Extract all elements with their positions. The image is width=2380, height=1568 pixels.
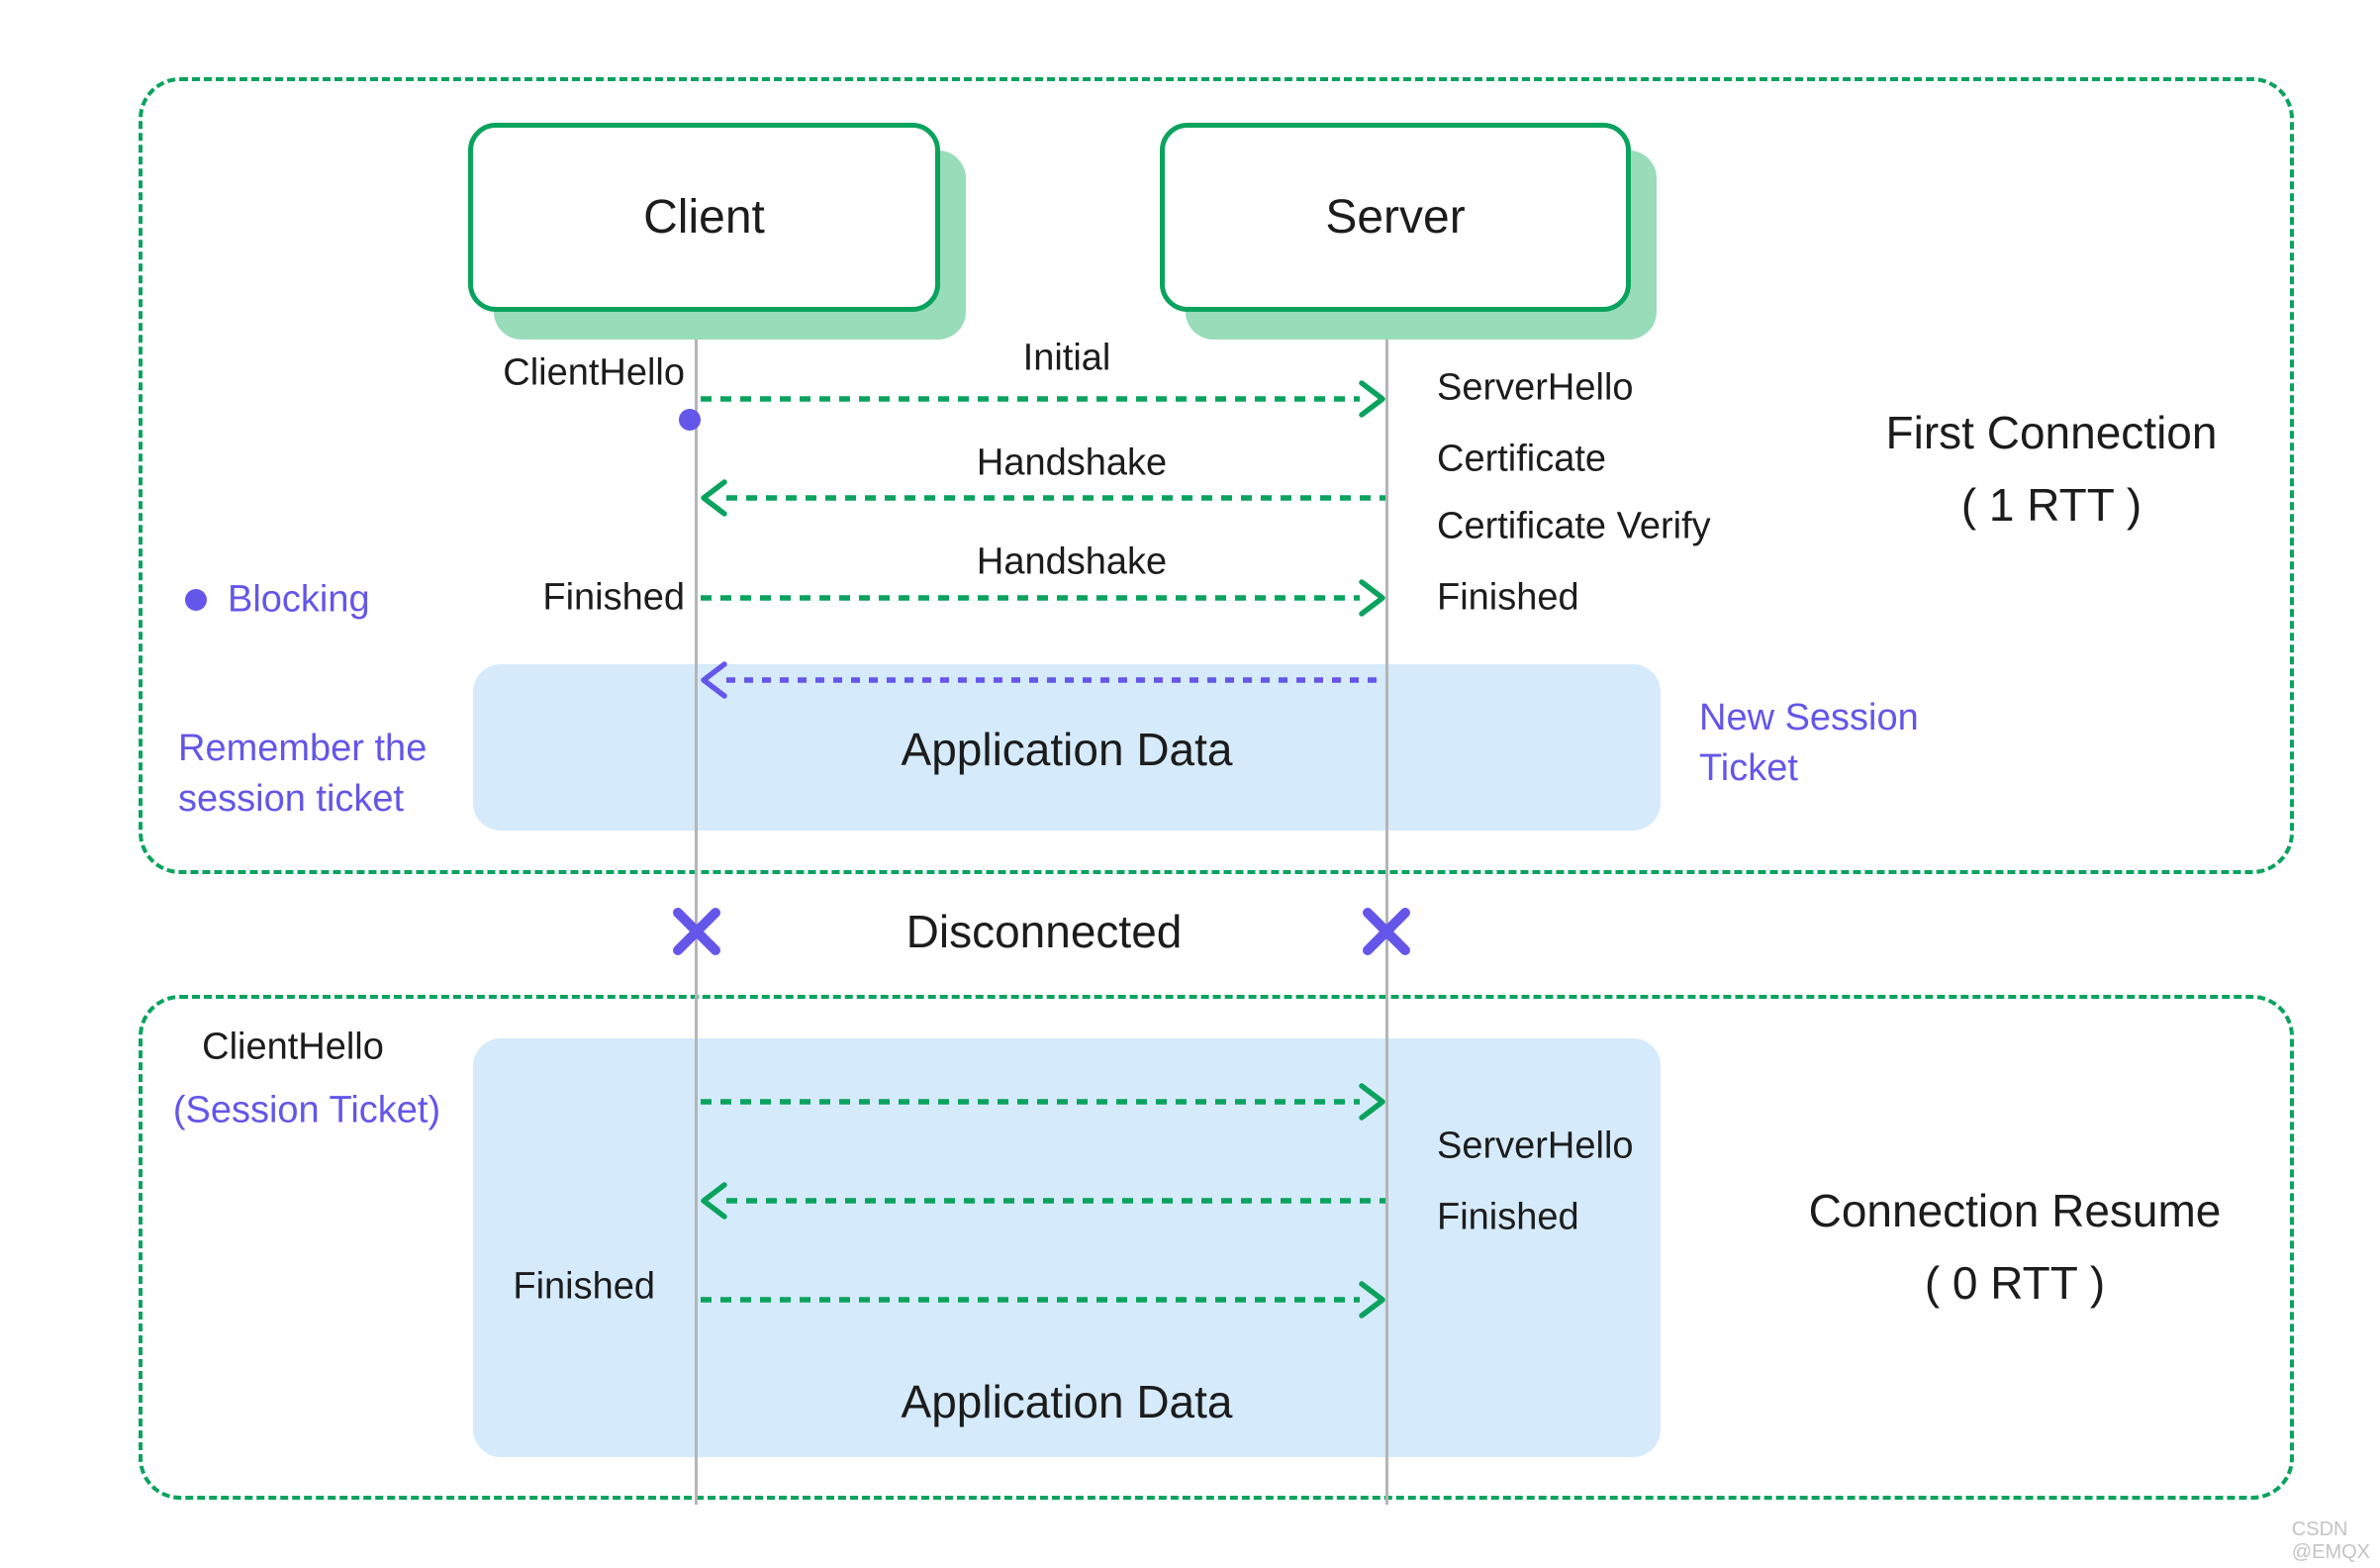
connection-resume-title-line2: ( 0 RTT ) (1924, 1257, 2106, 1309)
blocking-legend-label: Blocking (228, 578, 370, 621)
serverhello-label-1: ServerHello (1437, 366, 1634, 409)
session-ticket-label: (Session Ticket) (172, 1089, 441, 1131)
first-connection-title-line2: ( 1 RTT ) (1960, 479, 2142, 531)
msg-initial-label: Initial (1022, 337, 1111, 379)
msg-handshake-2-label: Handshake (976, 540, 1168, 583)
first-connection-title: First Connection ( 1 RTT ) (1886, 397, 2218, 541)
server-actor-label: Server (1325, 191, 1466, 244)
arrow-0rtt-data (701, 1083, 1385, 1121)
msg-handshake-1-label: Handshake (976, 441, 1168, 484)
server-actor-box: Server (1160, 123, 1631, 312)
watermark: CSDN @EMQX (2291, 1519, 2370, 1563)
blocking-dot-icon (185, 589, 207, 611)
first-connection-group-box (139, 77, 2294, 874)
finished-client-label-1: Finished (542, 576, 685, 619)
connection-resume-title: Connection Resume ( 0 RTT ) (1809, 1175, 2222, 1320)
finished-server-label-1: Finished (1437, 576, 1579, 619)
remember-note-line2: session ticket (178, 778, 405, 820)
arrow-server-finished (701, 1182, 1385, 1220)
clienthello-dot-icon (679, 409, 701, 431)
app-data-label-1: Application Data (901, 724, 1233, 775)
certificate-label: Certificate (1437, 438, 1607, 480)
client-lifeline (695, 297, 698, 1505)
new-session-note-line1: New Session (1699, 697, 1919, 738)
client-actor-box: Client (468, 123, 940, 312)
connection-resume-group-box (139, 995, 2294, 1500)
x-mark-server-icon (1363, 908, 1410, 955)
finished-client-label-2: Finished (513, 1265, 655, 1308)
new-session-note-line2: Ticket (1699, 747, 1798, 789)
application-data-panel-2 (473, 1038, 1661, 1457)
first-connection-title-line1: First Connection (1885, 407, 2218, 458)
arrow-initial (701, 380, 1385, 418)
app-data-label-2: Application Data (901, 1376, 1233, 1427)
client-actor-label: Client (643, 191, 765, 244)
remember-note-line1: Remember the (178, 728, 428, 769)
serverhello-label-2: ServerHello (1437, 1125, 1634, 1167)
disconnected-label: Disconnected (905, 906, 1183, 957)
server-lifeline (1385, 297, 1388, 1505)
remember-session-ticket-note: Remember the session ticket (178, 724, 427, 825)
arrow-handshake-2 (701, 579, 1385, 617)
x-mark-client-icon (673, 908, 720, 955)
certificate-verify-label: Certificate Verify (1437, 505, 1711, 547)
application-data-panel-1 (473, 664, 1661, 831)
new-session-ticket-note: New Session Ticket (1699, 693, 1919, 794)
clienthello-label-1: ClientHello (503, 351, 685, 394)
finished-server-label-2: Finished (1437, 1196, 1579, 1238)
arrow-new-session-ticket (701, 661, 1385, 699)
clienthello-label-2: ClientHello (202, 1026, 384, 1068)
arrow-handshake-1 (701, 479, 1385, 517)
connection-resume-title-line1: Connection Resume (1808, 1185, 2222, 1236)
arrow-client-finished (701, 1281, 1385, 1319)
